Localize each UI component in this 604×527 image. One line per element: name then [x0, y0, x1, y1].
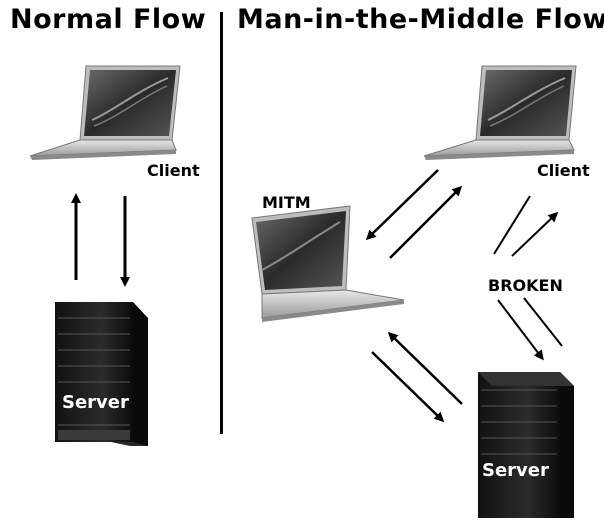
broken-link-arrow-up	[511, 211, 559, 257]
mitm-attacker-laptop-icon	[251, 205, 405, 322]
mitm-flow-heading: Man-in-the-Middle Flow	[237, 4, 604, 35]
broken-label: BROKEN	[488, 276, 563, 295]
normal-client-laptop-icon	[29, 65, 181, 160]
section-divider	[220, 12, 223, 434]
normal-server-icon	[55, 302, 148, 446]
mitm-client-laptop-icon	[423, 65, 577, 160]
server-to-mitm-arrow	[387, 331, 463, 405]
mitm-to-client-arrow	[389, 185, 463, 259]
mitm-server-label: Server	[482, 460, 549, 481]
normal-client-label: Client	[147, 161, 200, 180]
mitm-attacker-label: MITM	[262, 193, 311, 212]
client-to-mitm-arrow	[365, 169, 439, 241]
broken-link-line	[493, 195, 531, 255]
mitm-server-icon	[478, 372, 574, 518]
broken-link-line-2	[523, 297, 563, 347]
normal-flow-heading: Normal Flow	[10, 4, 207, 35]
mitm-client-label: Client	[537, 161, 590, 180]
normal-server-label: Server	[62, 392, 129, 413]
broken-link-arrow-down	[497, 299, 544, 361]
mitm-to-server-arrow	[371, 351, 445, 423]
